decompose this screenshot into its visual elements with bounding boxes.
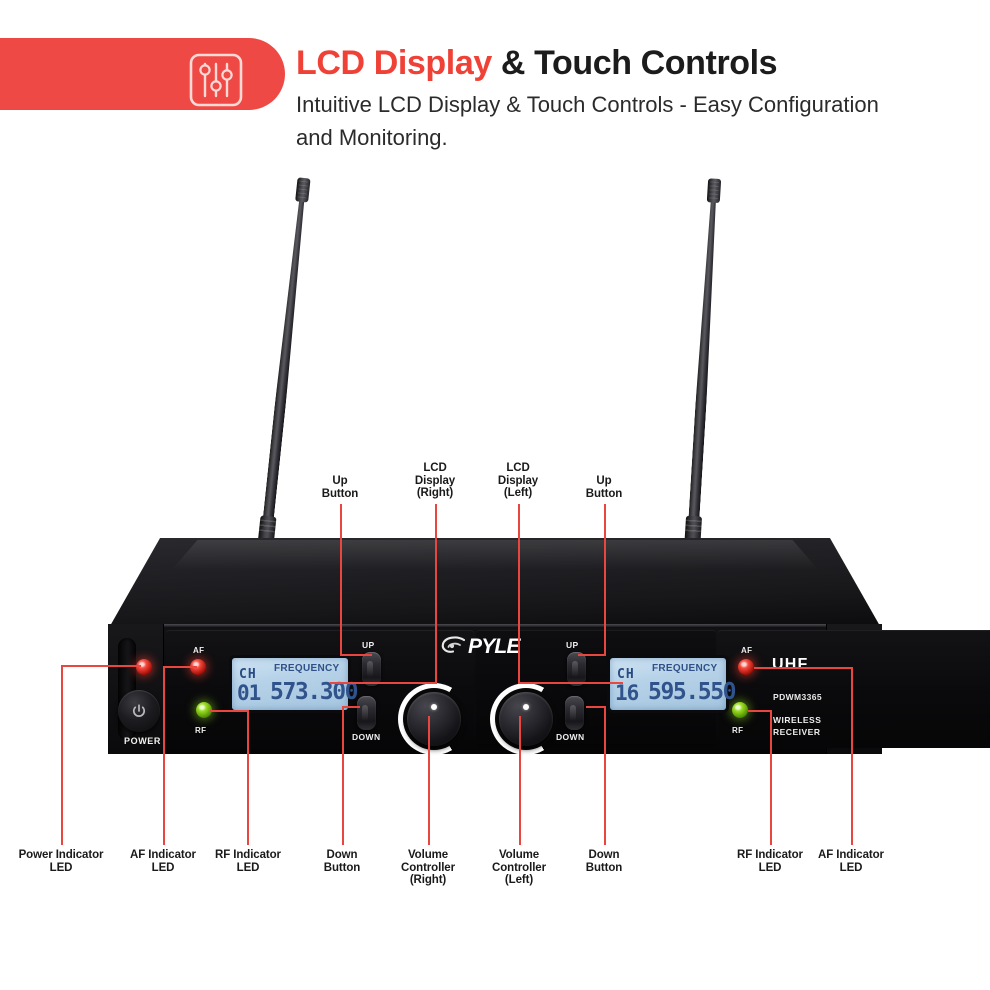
- callout-line-lcd-right-h: [330, 682, 437, 684]
- device-type-label: WIRELESS RECEIVER: [773, 714, 821, 738]
- lcd-frequency-label: FREQUENCY: [652, 663, 718, 674]
- power-label: POWER: [124, 736, 162, 746]
- rf-indicator-led-left: [196, 702, 212, 718]
- callout-line-up-button-right-h: [340, 654, 372, 656]
- callout-line-rf-led-right-v: [770, 710, 772, 845]
- volume-controller-left[interactable]: [490, 683, 562, 755]
- page-title-rest: & Touch Controls: [491, 44, 778, 82]
- af-indicator-led-right: [738, 659, 754, 675]
- model-number: PDWM3365: [773, 692, 823, 702]
- device-type-line2: RECEIVER: [773, 727, 821, 737]
- callout-line-af-led-right-v: [851, 667, 853, 845]
- down-button-left[interactable]: [565, 696, 584, 730]
- lcd-channel-value: 16: [615, 681, 639, 705]
- header-banner: [0, 38, 285, 110]
- lcd-frequency-label: FREQUENCY: [274, 663, 340, 674]
- panel-section-right: [718, 630, 990, 748]
- callout-line-up-button-right: [340, 504, 342, 654]
- rf-label-left: RF: [195, 726, 207, 735]
- callout-line-lcd-right: [435, 504, 437, 682]
- device-type-line1: WIRELESS: [773, 715, 822, 725]
- page-subtitle: Intuitive LCD Display & Touch Controls -…: [296, 92, 879, 150]
- down-label-right: DOWN: [352, 732, 381, 742]
- lcd-display-left: CH FREQUENCY 16 595.550: [610, 658, 737, 710]
- callout-line-power-led-v: [61, 665, 63, 845]
- callout-line-lcd-left-h: [518, 682, 623, 684]
- chassis-top-highlight: [171, 540, 819, 570]
- af-label-right: AF: [741, 646, 753, 655]
- up-label-left: UP: [566, 640, 579, 650]
- antenna-rod: [260, 177, 310, 550]
- pyle-logo: PYLE: [440, 634, 544, 660]
- rf-label-right: RF: [732, 726, 744, 735]
- pyle-swirl-icon: [441, 636, 466, 653]
- power-indicator-led: [136, 659, 152, 675]
- page-title-highlight: LCD Display: [296, 44, 492, 82]
- uhf-label: UHF: [772, 656, 809, 673]
- callout-line-rf-led-right-h: [748, 710, 772, 712]
- callout-line-up-button-left: [604, 504, 606, 654]
- volume-controller-right[interactable]: [398, 683, 470, 755]
- lcd-ch-label: CH: [239, 667, 257, 682]
- callout-line-rf-led-left-h: [210, 710, 248, 712]
- power-button[interactable]: [118, 690, 160, 732]
- lcd-display-right: CH FREQUENCY 01 573.300: [232, 658, 359, 710]
- callout-line-af-led-left-h: [163, 666, 197, 668]
- antenna-tip: [706, 178, 722, 204]
- callout-line-down-button-left-h: [586, 706, 606, 708]
- callout-line-up-button-left-h: [578, 654, 606, 656]
- callout-line-lcd-left: [518, 504, 520, 682]
- down-label-left: DOWN: [556, 732, 585, 742]
- knob-body: [407, 692, 461, 746]
- callout-line-rf-led-left-v: [247, 710, 249, 845]
- knob-body: [499, 692, 553, 746]
- knob-position-dot: [523, 703, 529, 710]
- callout-line-volume-right: [428, 716, 430, 845]
- lcd-frequency-value: 595.550: [648, 679, 737, 705]
- page-title: LCD Display & Touch Controls: [296, 44, 956, 83]
- pyle-wordmark: PYLE: [468, 635, 520, 658]
- up-label-right: UP: [362, 640, 375, 650]
- sliders-equalizer-icon: [186, 50, 246, 110]
- callout-line-af-led-right-h: [754, 667, 853, 669]
- callout-line-down-button-left-v: [604, 706, 606, 845]
- af-label-left: AF: [193, 646, 205, 655]
- rf-indicator-led-right: [732, 702, 748, 718]
- chassis-top-surface: [110, 538, 880, 626]
- callout-line-volume-left: [519, 716, 521, 845]
- antenna-rod: [687, 178, 721, 550]
- lcd-channel-value: 01: [237, 681, 261, 705]
- down-button-right[interactable]: [357, 696, 376, 730]
- callout-line-af-led-left-v: [163, 666, 165, 845]
- up-button-right[interactable]: [362, 652, 381, 686]
- knob-position-dot: [431, 703, 437, 710]
- callout-line-down-button-right-v: [342, 706, 344, 845]
- callout-line-power-led-h: [61, 665, 141, 667]
- lcd-ch-label: CH: [617, 667, 635, 682]
- antenna-left: [672, 177, 735, 551]
- antenna-tip: [295, 177, 311, 203]
- rack-ear-left: [108, 624, 164, 754]
- power-icon: [132, 704, 146, 717]
- chassis-top-face: [110, 538, 880, 626]
- callout-line-down-button-right-h: [342, 706, 360, 708]
- af-indicator-led-left: [190, 659, 206, 675]
- up-button-left[interactable]: [567, 652, 586, 686]
